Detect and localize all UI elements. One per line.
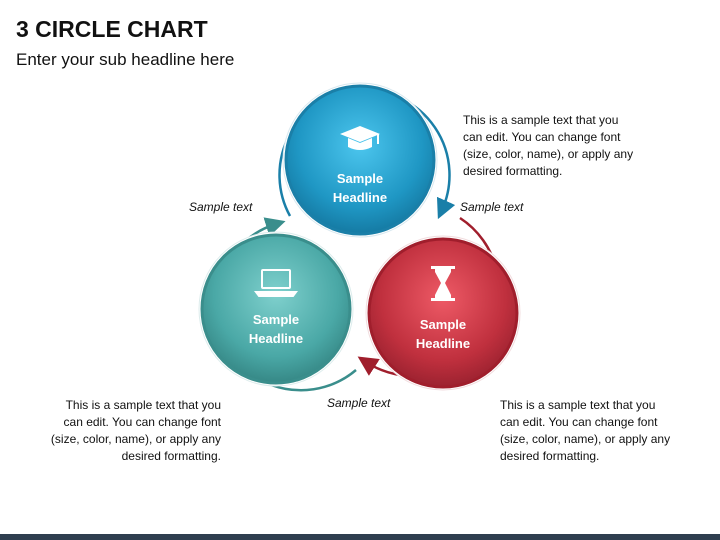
hourglass-icon xyxy=(431,266,455,301)
right-circle xyxy=(367,237,519,389)
description-top-right: This is a sample text that you can edit.… xyxy=(463,113,634,178)
graduation-cap-icon xyxy=(340,126,380,150)
side-label-top-right: Sample text xyxy=(460,200,524,214)
laptop-icon xyxy=(254,269,298,297)
top-circle-headline: Sample Headline xyxy=(332,171,388,205)
left-circle-headline: Sample Headline xyxy=(248,312,304,346)
description-bottom-right: This is a sample text that you can edit.… xyxy=(500,398,671,463)
left-circle xyxy=(200,233,352,385)
footer-bar xyxy=(0,534,720,540)
side-label-bottom: Sample text xyxy=(327,396,391,410)
description-bottom-left: This is a sample text that you can edit.… xyxy=(50,398,221,463)
page-title: 3 CIRCLE CHART xyxy=(16,16,208,42)
side-label-top-left: Sample text xyxy=(189,200,253,214)
right-circle-headline: Sample Headline xyxy=(415,317,471,351)
page-subtitle: Enter your sub headline here xyxy=(16,50,235,69)
top-circle xyxy=(284,84,436,236)
